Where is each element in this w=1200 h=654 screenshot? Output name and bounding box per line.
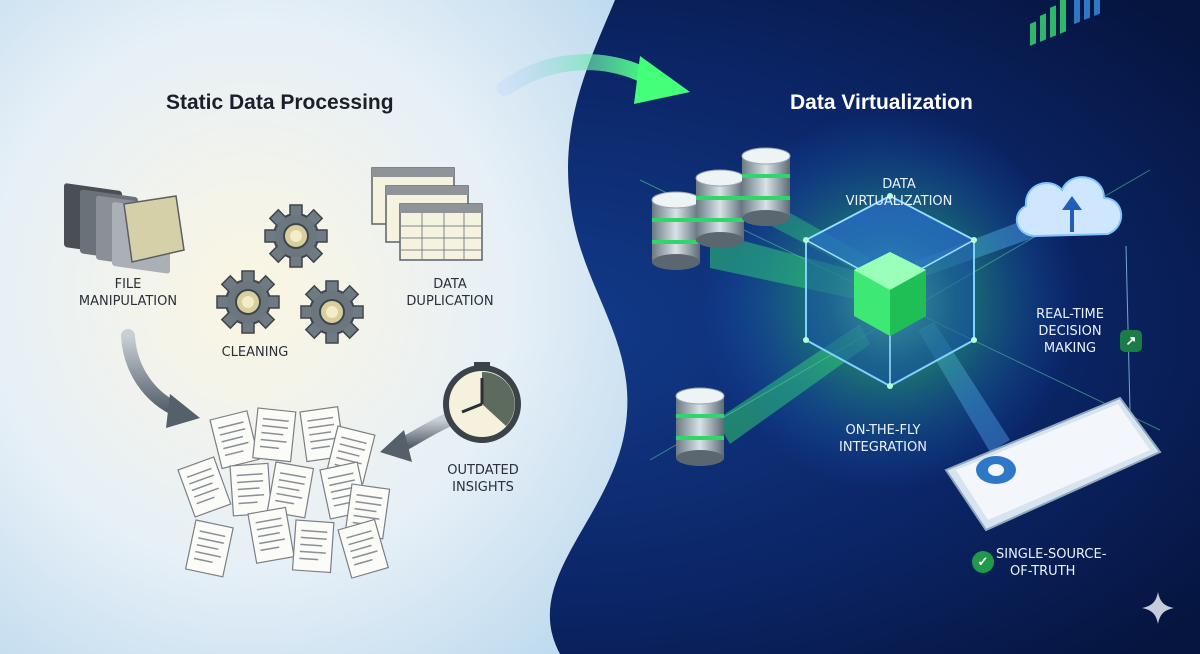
- data-virtualization-label: DATA VIRTUALIZATION: [824, 176, 974, 210]
- on-the-fly-line-2: INTEGRATION: [839, 440, 927, 455]
- folders-icon: [64, 183, 185, 274]
- single-source-line-1: SINGLE-SOURCE-: [996, 547, 1107, 562]
- outdated-insights-line-1: OUTDATED: [447, 463, 519, 478]
- file-manipulation-line-1: FILE: [114, 277, 142, 292]
- data-duplication-label: DATA DUPLICATION: [380, 276, 520, 310]
- cube-icon: [803, 193, 977, 389]
- transition-arrow-head: [634, 56, 690, 104]
- trend-chart-icon: ↗: [1120, 330, 1142, 352]
- transition-arrow-icon: [497, 54, 658, 96]
- flow-arrow-right-head: [380, 430, 412, 462]
- left-panel-title: Static Data Processing: [166, 91, 394, 114]
- cleaning-label: CLEANING: [200, 344, 310, 361]
- flow-arrow-left-head: [166, 394, 200, 428]
- data-virtualization-line-1: DATA: [882, 177, 916, 192]
- cloud-upload-icon: [1015, 176, 1131, 411]
- data-duplication-line-1: DATA: [433, 277, 467, 292]
- real-time-line-1: REAL-TIME: [1036, 307, 1104, 322]
- real-time-line-2: DECISION: [1038, 324, 1102, 339]
- right-panel-title: Data Virtualization: [790, 91, 973, 114]
- single-source-line-2: OF-TRUTH: [1010, 564, 1076, 579]
- cleaning-text: CLEANING: [221, 345, 289, 360]
- file-manipulation-line-2: MANIPULATION: [78, 294, 178, 309]
- spreadsheet-icon: [371, 167, 483, 261]
- on-the-fly-integration-label: ON-THE-FLY INTEGRATION: [808, 422, 958, 456]
- real-time-decision-label: REAL-TIME DECISION MAKING: [1018, 306, 1122, 357]
- tablet-dashboard-icon: [944, 0, 1162, 532]
- single-source-of-truth-label: SINGLE-SOURCE- OF-TRUTH: [996, 546, 1126, 580]
- outdated-insights-line-2: INSIGHTS: [452, 480, 514, 495]
- on-the-fly-line-1: ON-THE-FLY: [845, 423, 921, 438]
- outdated-insights-label: OUTDATED INSIGHTS: [428, 462, 538, 496]
- data-virtualization-line-2: VIRTUALIZATION: [845, 194, 953, 209]
- file-manipulation-label: FILE MANIPULATION: [58, 276, 198, 310]
- sparkle-icon: [1142, 592, 1174, 624]
- clock-icon: [443, 362, 521, 443]
- real-time-line-3: MAKING: [1043, 341, 1097, 356]
- checkmark-icon: ✓: [972, 551, 994, 573]
- data-duplication-line-2: DUPLICATION: [406, 294, 494, 309]
